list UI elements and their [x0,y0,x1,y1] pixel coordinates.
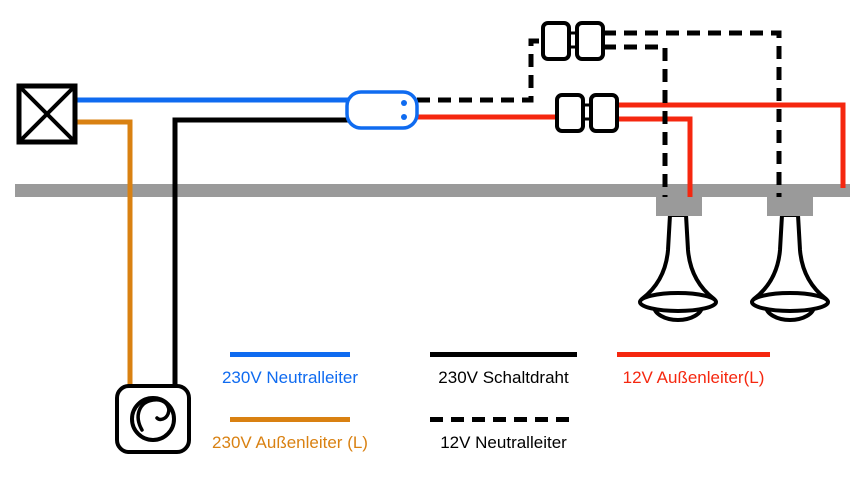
wire-12v-live-left-lamp [617,116,693,200]
legend-label-12v-neutral: 12V Neutralleiter [440,433,567,452]
legend-item-12v-neutral: 12V Neutralleiter [430,417,577,453]
junction-box-icon [16,83,78,145]
lamp-bell [640,213,716,301]
legend-line-230v-switched [430,352,577,357]
transformer-terminal-1 [401,100,407,106]
junction-box-cross-2 [17,84,77,144]
legend-label-12v-live: 12V Außenleiter(L) [622,368,765,387]
legend-item-230v-neutral: 230V Neutralleiter [222,352,358,388]
lamp-rim [750,291,830,313]
plug-connector-icon-top [541,21,605,61]
legend-line-12v-live [617,352,770,357]
legend-item-12v-live: 12V Außenleiter(L) [617,352,770,388]
connector-plug-half [555,93,585,133]
wire-12v-neutral-feed [417,38,545,103]
plug-connector-icon-bottom [555,93,619,133]
dimmer-switch-icon [115,384,191,454]
connector-socket-half [575,21,605,61]
transformer-terminal-2 [401,114,407,120]
legend-item-230v-live: 230V Außenleiter (L) [212,417,368,453]
lamp-bell [752,213,828,301]
lamp-mount-right [767,197,813,216]
legend-label-230v-live: 230V Außenleiter (L) [212,433,368,452]
spotlight-lamp-icon-left [638,213,718,322]
legend-line-230v-live [230,417,350,422]
legend-line-12v-neutral [430,417,577,422]
wire-12v-neutral-right-lamp [603,30,782,200]
transformer-icon [345,90,419,130]
legend-line-230v-neutral [230,352,350,357]
legend-label-230v-switched: 230V Schaltdraht [438,368,569,387]
lamp-rim [638,291,718,313]
wire-230v-switched [172,117,349,386]
ceiling-rail [15,184,850,197]
wire-230v-live [76,119,133,386]
connector-socket-half [589,93,619,133]
legend-item-230v-switched: 230V Schaltdraht [430,352,577,388]
wire-12v-live-right-lamp [617,102,846,188]
lamp-mount-left [656,197,702,216]
dimmer-dial-mark [136,397,171,432]
transformer-body [345,90,419,130]
connector-plug-half [541,21,571,61]
legend-label-230v-neutral: 230V Neutralleiter [221,368,359,387]
spotlight-lamp-icon-right [750,213,830,322]
